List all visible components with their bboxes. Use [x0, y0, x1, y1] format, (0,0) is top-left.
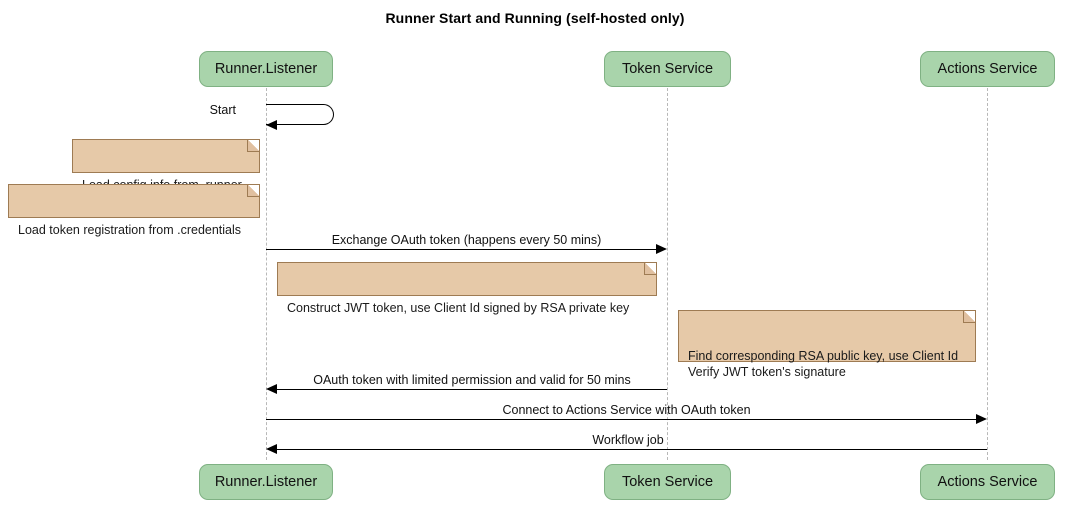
- message-label-oauth-token-limited: OAuth token with limited permission and …: [313, 373, 631, 387]
- message-line-oauth-token-limited: [277, 389, 667, 390]
- participant-label: Token Service: [621, 474, 714, 490]
- arrowhead-connect-actions-service: [976, 414, 987, 424]
- participant-runner-top[interactable]: Runner.Listener: [199, 51, 333, 87]
- note-fold-icon: [963, 311, 975, 323]
- participant-runner-bottom[interactable]: Runner.Listener: [199, 464, 333, 500]
- note-text: Construct JWT token, use Client Id signe…: [287, 301, 630, 315]
- message-label-start: Start: [209, 103, 236, 117]
- participant-actions-top[interactable]: Actions Service: [920, 51, 1055, 87]
- lifeline-runner: [266, 88, 267, 460]
- note-text: Load token registration from .credential…: [18, 223, 242, 237]
- participant-token-bottom[interactable]: Token Service: [604, 464, 731, 500]
- participant-label: Runner.Listener: [214, 474, 318, 490]
- message-label-workflow-job: Workflow job: [592, 433, 664, 447]
- arrowhead-exchange-oauth-token: [656, 244, 667, 254]
- message-label-connect-actions-service: Connect to Actions Service with OAuth to…: [502, 403, 751, 417]
- arrowhead-workflow-job: [266, 444, 277, 454]
- message-line-exchange-oauth-token: [266, 249, 656, 250]
- participant-actions-bottom[interactable]: Actions Service: [920, 464, 1055, 500]
- message-label-exchange-oauth-token: Exchange OAuth token (happens every 50 m…: [331, 233, 602, 247]
- note-fold-icon: [247, 140, 259, 152]
- lifeline-token: [667, 88, 668, 460]
- page-title: Runner Start and Running (self-hosted on…: [385, 10, 685, 26]
- participant-label: Actions Service: [937, 474, 1038, 490]
- self-message-start-loop: [266, 104, 334, 125]
- arrowhead-oauth-token-limited: [266, 384, 277, 394]
- participant-token-top[interactable]: Token Service: [604, 51, 731, 87]
- note-load-token-registration: Load token registration from .credential…: [8, 184, 260, 237]
- participant-label: Actions Service: [937, 61, 1038, 77]
- lifeline-actions: [987, 88, 988, 460]
- note-construct-jwt-token: Construct JWT token, use Client Id signe…: [277, 262, 657, 315]
- participant-label: Runner.Listener: [214, 61, 318, 77]
- note-fold-icon: [247, 185, 259, 197]
- note-fold-icon: [644, 263, 656, 275]
- participant-label: Token Service: [621, 61, 714, 77]
- note-text: Find corresponding RSA public key, use C…: [688, 349, 959, 379]
- note-load-config: Load config info from .runner: [72, 139, 260, 192]
- message-line-connect-actions-service: [266, 419, 976, 420]
- arrowhead-start: [266, 120, 277, 130]
- message-line-workflow-job: [277, 449, 987, 450]
- note-verify-jwt-signature: Find corresponding RSA public key, use C…: [678, 310, 976, 379]
